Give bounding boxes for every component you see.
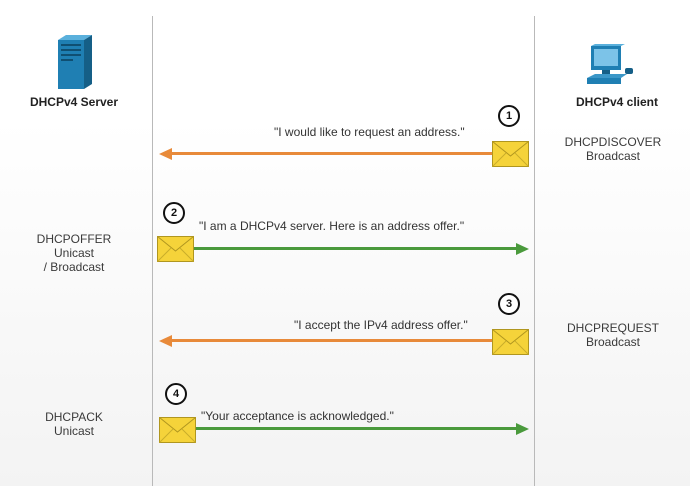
step-1-message: "I would like to request an address."	[274, 125, 465, 139]
step-1-badge: 1	[498, 105, 520, 127]
step-4-delivery: Unicast	[53, 424, 94, 438]
server-lifeline	[152, 16, 153, 486]
step-3-packet: DHCPREQUEST Broadcast	[553, 321, 673, 349]
step-4-arrow	[196, 427, 517, 430]
step-3-badge: 3	[498, 293, 520, 315]
desktop-computer-icon	[585, 44, 637, 95]
step-4-packet: DHCPACK Unicast	[14, 410, 134, 438]
step-3-delivery: Broadcast	[585, 335, 641, 349]
client-lifeline	[534, 16, 535, 486]
step-4-packet-type: DHCPACK	[45, 410, 103, 424]
client-label: DHCPv4 client	[575, 95, 659, 109]
step-3-message: "I accept the IPv4 address offer."	[294, 318, 468, 332]
step-3-arrow	[170, 339, 492, 342]
step-2-delivery-line1: Unicast	[53, 246, 94, 260]
step-4-arrowhead	[516, 423, 529, 435]
envelope-icon	[492, 329, 529, 355]
step-2-arrowhead	[516, 243, 529, 255]
step-2-arrow	[194, 247, 517, 250]
step-2-delivery-line2: / Broadcast	[43, 260, 105, 274]
step-1-arrowhead	[159, 148, 172, 160]
server-label: DHCPv4 Server	[29, 95, 119, 109]
step-2-packet-type: DHCPOFFER	[36, 232, 112, 246]
step-2-message: "I am a DHCPv4 server. Here is an addres…	[199, 219, 465, 233]
step-1-delivery: Broadcast	[585, 149, 641, 163]
step-2-badge: 2	[163, 202, 185, 224]
step-2-packet: DHCPOFFER Unicast / Broadcast	[14, 232, 134, 274]
envelope-icon	[492, 141, 529, 167]
envelope-icon	[157, 236, 194, 262]
step-4-message: "Your acceptance is acknowledged."	[201, 409, 394, 423]
step-3-arrowhead	[159, 335, 172, 347]
step-1-arrow	[170, 152, 492, 155]
server-icon	[54, 34, 94, 95]
step-3-packet-type: DHCPREQUEST	[566, 321, 659, 335]
step-4-badge: 4	[165, 383, 187, 405]
envelope-icon	[159, 417, 196, 443]
step-1-packet: DHCPDISCOVER Broadcast	[553, 135, 673, 163]
step-1-packet-type: DHCPDISCOVER	[564, 135, 662, 149]
